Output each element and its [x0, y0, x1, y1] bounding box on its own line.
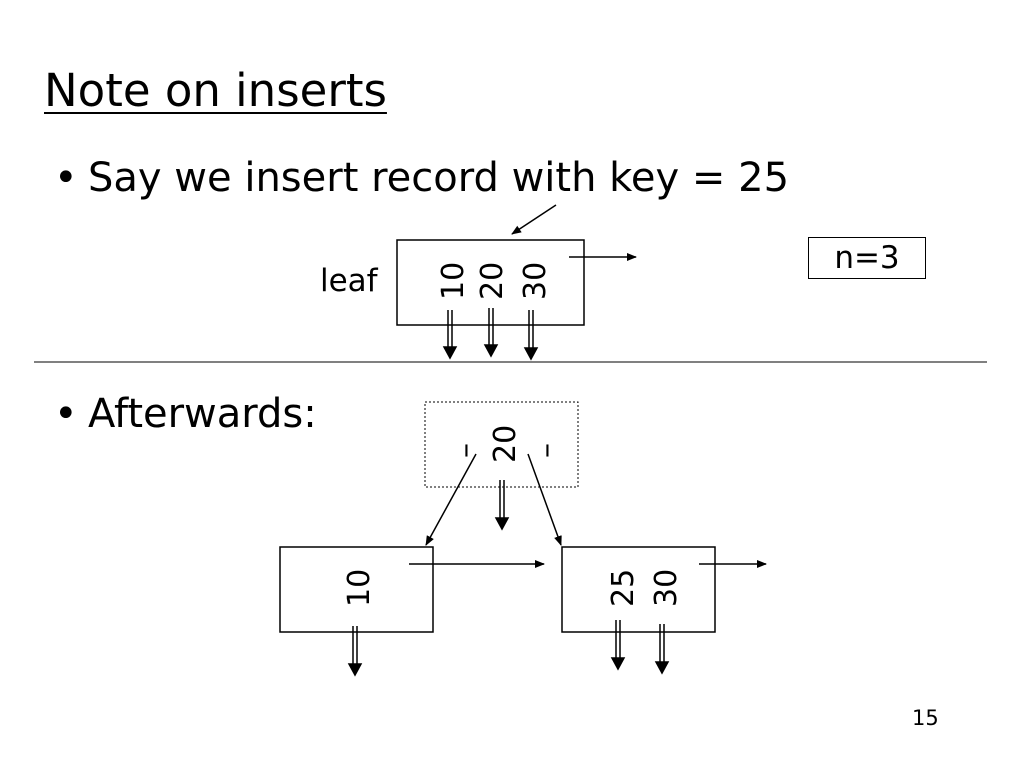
bullet-text: Say we insert record with key = 25 [88, 155, 790, 201]
slide-title: Note on inserts [44, 64, 387, 117]
leaf-label: leaf [320, 263, 378, 299]
key-10: 10 [436, 262, 471, 300]
right-leaf-after: 25 30 [561, 546, 716, 633]
bullet-insert: • Say we insert record with key = 25 [54, 154, 790, 202]
child-pointer-right [527, 453, 562, 546]
bullet-text: Afterwards: [88, 391, 317, 437]
bullet-afterwards: • Afterwards: [54, 390, 317, 438]
leaf-key-25: 25 [606, 569, 641, 607]
parent-key-empty-left: – [448, 443, 483, 458]
bullet-dot: • [54, 391, 78, 437]
key-30: 30 [518, 262, 553, 300]
parent-key-empty-right: – [529, 443, 564, 458]
bullet-dot: • [54, 155, 78, 201]
insert-pointer-arrow [511, 204, 557, 235]
leaf-key-10: 10 [342, 569, 377, 607]
leaf-node-before: 10 20 30 [396, 239, 585, 326]
key-20: 20 [475, 262, 510, 300]
n-value-box: n=3 [808, 237, 926, 279]
record-pointers-before [442, 308, 539, 361]
child-pointer-left [425, 453, 477, 546]
left-leaf-record-pointer [347, 626, 363, 677]
parent-record-pointer [494, 480, 510, 531]
page-number: 15 [912, 706, 939, 730]
left-leaf-after: 10 [279, 546, 434, 633]
right-leaf-record-pointers [610, 620, 670, 675]
parent-key-20: 20 [488, 425, 523, 463]
leaf-key-30: 30 [649, 569, 684, 607]
parent-node-after: – 20 – [424, 401, 579, 488]
